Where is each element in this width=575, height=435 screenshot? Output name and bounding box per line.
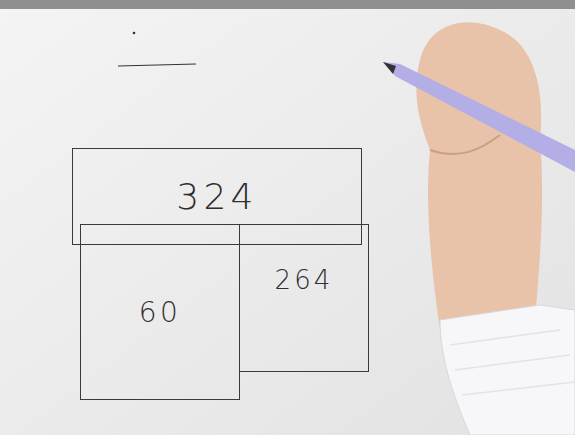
pen-tip	[383, 62, 396, 74]
bar-model-box: 264	[239, 224, 369, 372]
sleeve-ribbing	[450, 330, 575, 395]
box-number: 264	[271, 263, 338, 297]
bar-model-box: 324	[72, 148, 362, 245]
box-number: 324	[172, 174, 262, 219]
pen-body	[383, 62, 575, 172]
sum-line	[118, 64, 196, 66]
hand	[416, 22, 542, 330]
bar-model-box: 60	[80, 224, 240, 400]
table-edge	[0, 0, 575, 9]
finger-crease	[430, 135, 500, 154]
pencil-dot	[133, 32, 136, 35]
box-number: 60	[135, 294, 185, 331]
sleeve	[440, 305, 575, 435]
